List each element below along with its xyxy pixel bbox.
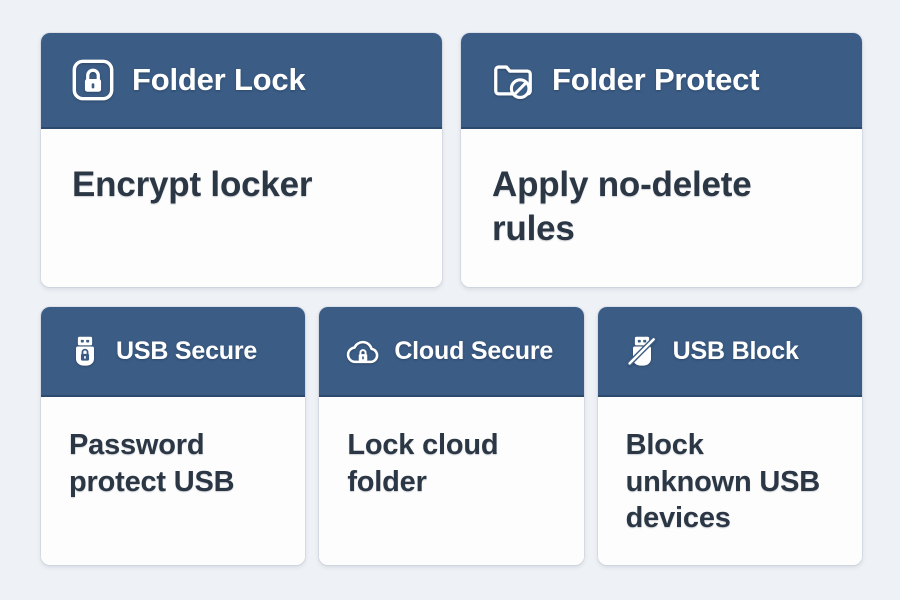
card-title: Cloud Secure (394, 337, 554, 365)
card-header-cloud-secure: Cloud Secure (319, 307, 584, 397)
card-header-folder-lock: Folder Lock (41, 33, 442, 129)
cloud-lock-icon (347, 340, 379, 364)
folder-lock-icon (72, 59, 114, 101)
card-cloud-secure[interactable]: Cloud Secure Lock cloud folder (319, 307, 584, 565)
usb-blocked-icon (626, 336, 656, 366)
card-description: Apply no-delete rules (492, 165, 752, 249)
card-usb-secure[interactable]: USB Secure Password protect USB (41, 307, 306, 565)
card-header-usb-block: USB Block (597, 307, 862, 397)
bottom-row: USB Secure Password protect USB Cloud Se… (41, 307, 862, 565)
card-header-usb-secure: USB Secure (41, 307, 306, 397)
card-folder-lock[interactable]: Folder Lock Encrypt locker (41, 33, 442, 287)
card-description: Lock cloud folder (347, 429, 499, 498)
card-description: Block unknown USB devices (625, 429, 821, 535)
card-body-cloud-secure: Lock cloud folder (319, 397, 584, 565)
card-header-folder-protect: Folder Protect (461, 33, 862, 129)
card-body-usb-secure: Password protect USB (41, 397, 306, 565)
usb-lock-icon (76, 336, 94, 366)
card-body-usb-block: Block unknown USB devices (597, 397, 862, 565)
card-title: USB Secure (116, 337, 258, 365)
card-title: USB Block (672, 337, 799, 365)
card-body-folder-lock: Encrypt locker (41, 129, 442, 287)
top-row: Folder Lock Encrypt locker Folder Protec… (41, 33, 862, 287)
card-body-folder-protect: Apply no-delete rules (461, 129, 862, 287)
card-description: Password protect USB (69, 429, 235, 498)
folder-no-delete-icon (494, 65, 532, 99)
card-title: Folder Protect (552, 61, 760, 97)
card-description: Encrypt locker (72, 165, 313, 204)
card-title: Folder Lock (132, 61, 306, 97)
card-usb-block[interactable]: USB Block Block unknown USB devices (597, 307, 862, 565)
card-folder-protect[interactable]: Folder Protect Apply no-delete rules (461, 33, 862, 287)
